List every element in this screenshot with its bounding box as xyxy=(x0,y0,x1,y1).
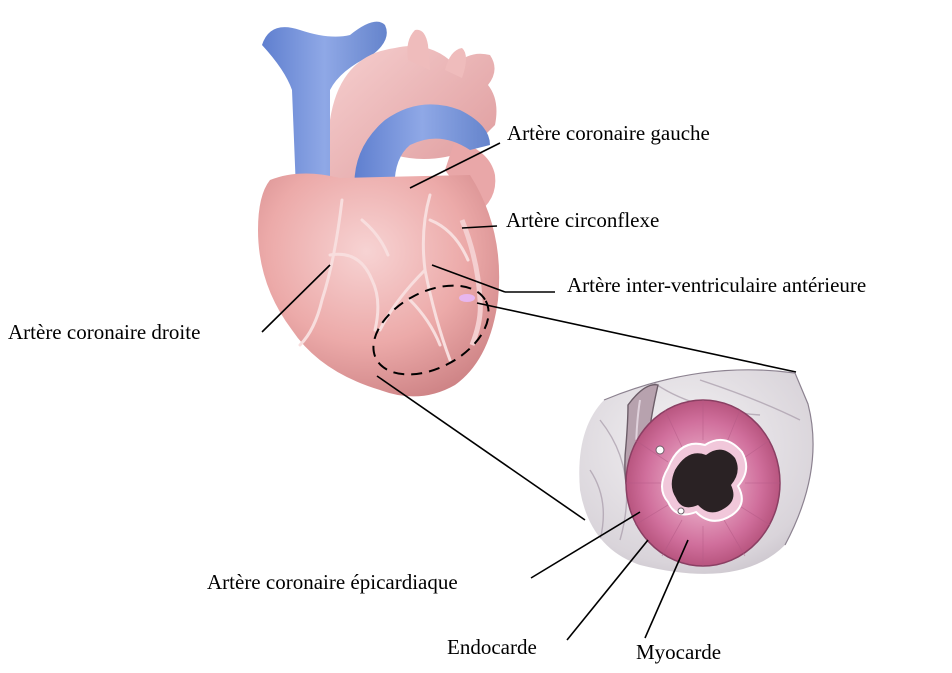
heart-illustration xyxy=(258,22,499,397)
zoom-line xyxy=(477,303,796,372)
label-epicardial-coronary-artery: Artère coronaire épicardiaque xyxy=(207,572,458,593)
label-left-coronary-artery: Artère coronaire gauche xyxy=(507,123,710,144)
label-myocardium: Myocarde xyxy=(636,642,721,663)
label-circumflex-artery: Artère circonflexe xyxy=(506,210,659,231)
heart-wall-section xyxy=(560,350,840,590)
label-right-coronary-artery: Artère coronaire droite xyxy=(8,322,200,343)
label-anterior-interventricular-artery: Artère inter-ventriculaire antérieure xyxy=(567,275,866,296)
label-endocardium: Endocarde xyxy=(447,637,537,658)
zoom-line xyxy=(377,376,585,520)
